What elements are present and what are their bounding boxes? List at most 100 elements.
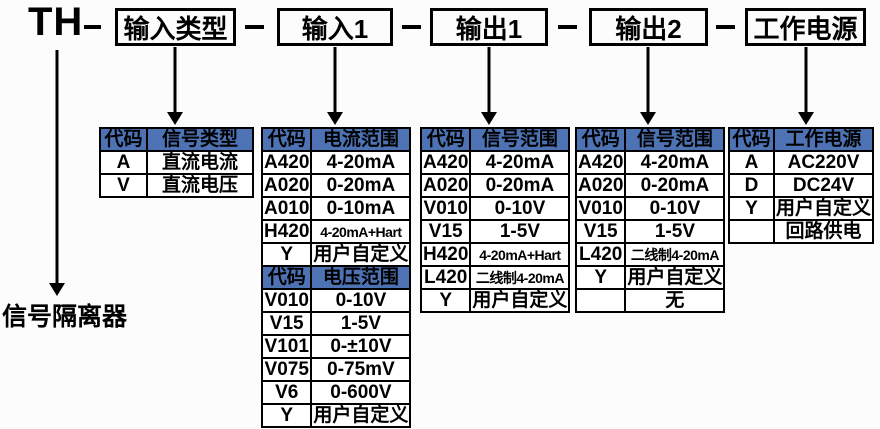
table-cell: H420 xyxy=(260,219,313,244)
table-cell: A020 xyxy=(260,173,313,198)
arrow-down-icon xyxy=(798,47,814,125)
arrow-head xyxy=(327,112,343,125)
column-header: 工作电源 xyxy=(772,127,875,152)
table-cell: V010 xyxy=(574,196,627,221)
box-output-2: 输出2 xyxy=(589,8,708,46)
table-row: 无 xyxy=(574,288,726,313)
column-header: 信号类型 xyxy=(146,127,254,152)
table-cell: 用户自定义 xyxy=(624,265,726,290)
column-header: 信号范围 xyxy=(624,127,726,152)
arrow-down-icon xyxy=(167,47,183,125)
arrow-head xyxy=(167,112,183,125)
table-cell: 0-20mA xyxy=(624,173,726,198)
table-cell: V xyxy=(99,173,148,198)
table-cell: 4-20mA+Hart xyxy=(469,242,571,267)
connector-dash xyxy=(245,25,264,29)
table-cell: Y xyxy=(419,288,472,313)
table-cell: Y xyxy=(574,265,627,290)
table-cell: A xyxy=(728,150,775,175)
arrow-line xyxy=(487,47,491,113)
table-cell: V010 xyxy=(260,288,313,313)
table-cell: V6 xyxy=(260,380,313,405)
table-cell: 0-10V xyxy=(310,288,412,313)
table-cell: 0-20mA xyxy=(310,173,412,198)
table-cell: 0-600V xyxy=(310,380,412,405)
table-header-row: 代码工作电源 xyxy=(728,127,875,152)
column-header: 信号范围 xyxy=(469,127,571,152)
table-cell: 二线制4-20mA xyxy=(624,242,726,267)
table-cell: V101 xyxy=(260,334,313,359)
table-header-row: 代码电压范围 xyxy=(260,265,412,290)
table-cell: A420 xyxy=(260,150,313,175)
table-cell: 0-10mA xyxy=(310,196,412,221)
table-cell: V15 xyxy=(574,219,627,244)
arrow-down-icon xyxy=(327,47,343,125)
arrow-head xyxy=(481,112,497,125)
table-cell: A010 xyxy=(260,196,313,221)
arrow-head xyxy=(640,112,656,125)
table-cell: 直流电压 xyxy=(146,173,254,198)
table-cell: D xyxy=(728,173,775,198)
table-cell: A420 xyxy=(419,150,472,175)
box-input-1: 输入1 xyxy=(277,8,393,46)
table-cell: L420 xyxy=(574,242,627,267)
table-header-row: 代码信号类型 xyxy=(99,127,254,152)
arrow-line xyxy=(646,47,650,113)
table-cell xyxy=(574,288,627,313)
box-output-1-label: 输出1 xyxy=(455,13,523,44)
arrow-down-icon xyxy=(481,47,497,125)
table-cell: 4-20mA xyxy=(469,150,571,175)
arrow-line xyxy=(333,47,337,113)
table-cell: 1-5V xyxy=(469,219,571,244)
column-header: 代码 xyxy=(728,127,775,152)
table-header-row: 代码信号范围 xyxy=(419,127,571,152)
table-cell: Y xyxy=(260,403,313,428)
table-cell: 用户自定义 xyxy=(772,196,875,221)
connector-dash xyxy=(558,25,577,29)
table-cell: 0-75mV xyxy=(310,357,412,382)
connector-dash xyxy=(716,25,735,29)
table-cell: V15 xyxy=(419,219,472,244)
table-cell: 用户自定义 xyxy=(310,403,412,428)
table-cell: A420 xyxy=(574,150,627,175)
arrow-line xyxy=(173,47,177,113)
table-header-row: 代码信号范围 xyxy=(574,127,726,152)
arrow-line xyxy=(55,50,59,284)
arrow-down-icon xyxy=(49,50,65,296)
connector-dash xyxy=(402,25,421,29)
column-header: 电流范围 xyxy=(310,127,412,152)
table-cell: 1-5V xyxy=(624,219,726,244)
table-cell: V15 xyxy=(260,311,313,336)
table-cell: 0-20mA xyxy=(469,173,571,198)
table-cell: DC24V xyxy=(772,173,875,198)
connector-dash xyxy=(84,25,101,29)
table-cell xyxy=(728,219,775,244)
table-cell: 0-10V xyxy=(624,196,726,221)
table-cell: A xyxy=(99,150,148,175)
box-output-2-label: 输出2 xyxy=(615,13,682,44)
table-cell: V010 xyxy=(419,196,472,221)
column-header: 代码 xyxy=(574,127,627,152)
